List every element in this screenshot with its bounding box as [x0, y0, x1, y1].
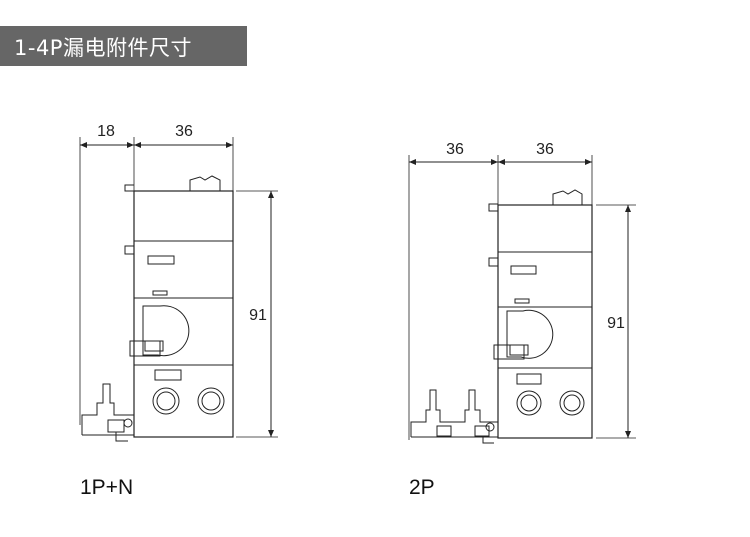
diagram-1p-n — [79, 137, 278, 442]
diagram-caption-1p-n: 1P+N — [80, 476, 133, 499]
diagram-2p — [408, 155, 636, 444]
dim-label-height: 91 — [249, 307, 267, 324]
dim-label-width-left: 18 — [97, 123, 115, 140]
dim-label-width-left-2p: 36 — [446, 141, 464, 158]
dim-label-height-2p: 91 — [607, 315, 625, 332]
diagram-caption-2p: 2P — [409, 476, 435, 499]
dim-label-width-right-2p: 36 — [536, 141, 554, 158]
dim-label-width-right: 36 — [175, 123, 193, 140]
device-body-2p — [497, 204, 593, 439]
title-banner: 1-4P漏电附件尺寸 — [0, 26, 247, 66]
page-title: 1-4P漏电附件尺寸 — [14, 36, 192, 60]
device-body — [133, 190, 234, 438]
